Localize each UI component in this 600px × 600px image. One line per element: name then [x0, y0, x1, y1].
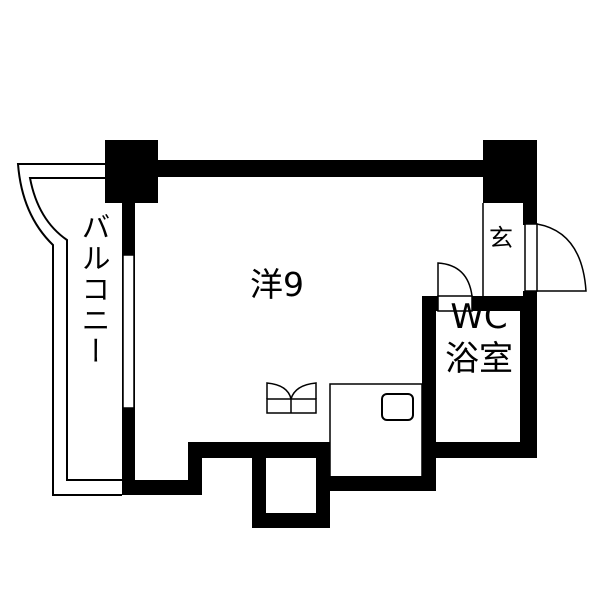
- wall-right-upper: [523, 203, 537, 225]
- closet-door-swing-left: [266, 382, 292, 400]
- bathroom-label: 浴室: [445, 339, 513, 379]
- wall-top: [158, 160, 483, 177]
- entrance-label: 玄: [489, 224, 513, 252]
- balcony-inner-rail: [28, 177, 122, 481]
- pillar-right: [483, 140, 537, 203]
- closet-door-swing-right: [290, 382, 317, 400]
- wc-label: WC: [450, 297, 508, 337]
- balcony-label: バルコニー: [77, 212, 111, 367]
- kitchen-sink: [381, 393, 414, 421]
- bath-door-swing: [437, 262, 473, 297]
- wall-bottom-left: [122, 480, 202, 495]
- wall-step-top: [188, 442, 268, 458]
- entrance-door-swing: [536, 223, 587, 292]
- wall-right-lower: [523, 291, 537, 299]
- pillar-left: [105, 140, 158, 203]
- western-room-label: 洋9: [250, 265, 304, 304]
- bath-wall: [422, 296, 537, 458]
- balcony-outer-rail: [16, 163, 122, 496]
- entrance-door-frame[interactable]: [524, 223, 538, 292]
- wall-bottom-kitchen: [330, 476, 436, 491]
- bath-door-frame[interactable]: [437, 295, 473, 312]
- closet-wall: [252, 442, 330, 528]
- balcony-window[interactable]: [122, 254, 135, 409]
